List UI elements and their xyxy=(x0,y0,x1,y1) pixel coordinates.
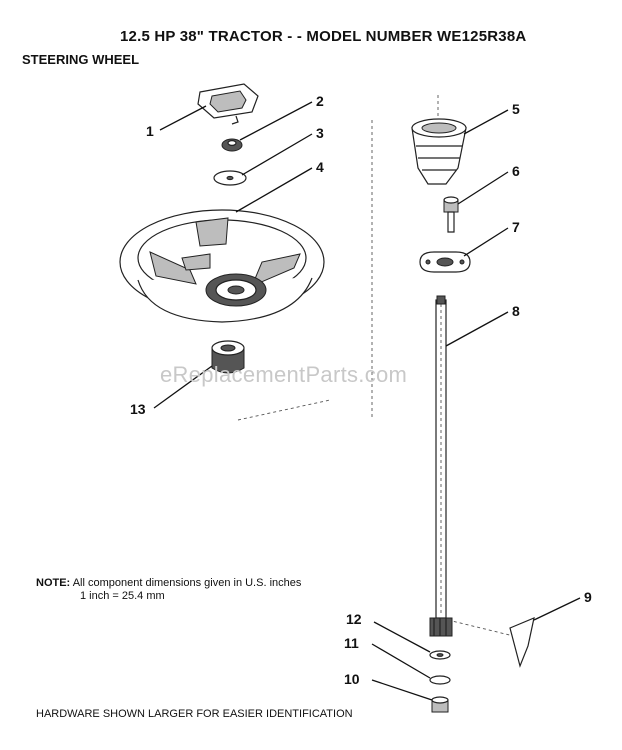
callout-5: 5 xyxy=(512,101,520,117)
part-1-cap xyxy=(197,83,259,125)
callout-3: 3 xyxy=(316,125,324,141)
leader-5 xyxy=(463,109,509,135)
note-label: NOTE: xyxy=(36,577,71,589)
leader-11 xyxy=(371,643,431,679)
leader-8 xyxy=(445,311,509,347)
callout-9: 9 xyxy=(584,589,592,605)
part-2-nut xyxy=(221,138,243,152)
part-4-steering-wheel xyxy=(119,209,325,323)
page-title: 12.5 HP 38" TRACTOR - - MODEL NUMBER WE1… xyxy=(120,28,527,45)
part-3-washer xyxy=(213,170,247,186)
callout-1: 1 xyxy=(146,123,154,139)
part-6-bolt xyxy=(443,196,459,233)
part-7-bearing-plate xyxy=(419,251,471,273)
part-11-retaining-ring xyxy=(429,675,451,685)
part-12-washer xyxy=(429,650,451,660)
leader-12 xyxy=(373,621,431,653)
leader-1 xyxy=(159,105,207,131)
part-12-pinion-gear xyxy=(429,617,453,637)
callout-11: 11 xyxy=(344,635,359,651)
callout-4: 4 xyxy=(316,159,324,175)
leader-13 xyxy=(153,365,213,409)
dimension-note: NOTE: All component dimensions given in … xyxy=(36,577,301,603)
callout-2: 2 xyxy=(316,93,324,109)
part-9-bracket xyxy=(509,617,535,668)
part-8-steering-shaft xyxy=(435,295,447,619)
watermark-text: eReplacementParts.com xyxy=(160,362,408,387)
part-5-bellows xyxy=(411,118,467,185)
callout-12: 12 xyxy=(346,611,362,627)
leader-9 xyxy=(533,597,581,621)
leader-3 xyxy=(241,133,313,176)
leader-7 xyxy=(463,227,509,257)
section-title: STEERING WHEEL xyxy=(22,52,140,67)
note-line-2: 1 inch = 25.4 mm xyxy=(80,590,165,602)
centerline-bottom-dash xyxy=(447,619,531,641)
callout-13: 13 xyxy=(130,401,146,417)
part-13-adapter xyxy=(211,340,245,374)
callout-10: 10 xyxy=(344,671,360,687)
callout-7: 7 xyxy=(512,219,520,235)
centerline-wheel-dash xyxy=(237,399,331,421)
leader-4 xyxy=(235,167,313,213)
part-10-cap-nut xyxy=(431,696,449,713)
hardware-note: HARDWARE SHOWN LARGER FOR EASIER IDENTIF… xyxy=(36,708,353,720)
leader-6 xyxy=(457,171,509,205)
leader-2 xyxy=(239,101,313,141)
leader-10 xyxy=(371,679,433,701)
note-line-1: All component dimensions given in U.S. i… xyxy=(72,577,302,589)
callout-6: 6 xyxy=(512,163,520,179)
callout-8: 8 xyxy=(512,303,520,319)
